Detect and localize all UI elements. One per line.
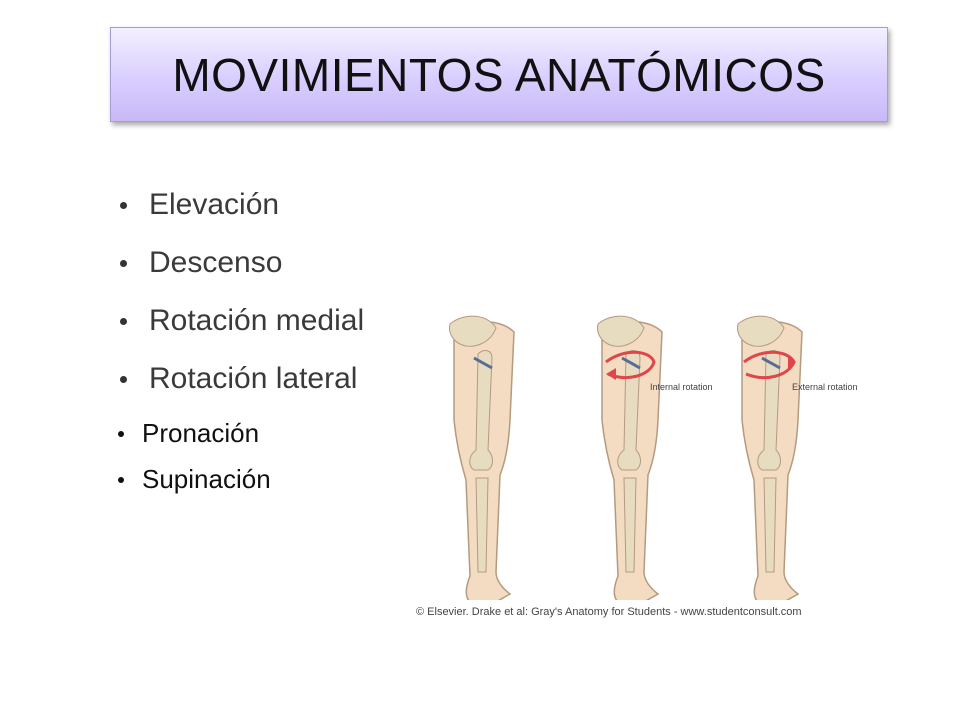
bullet-dot	[118, 476, 124, 483]
list-item: Pronación	[118, 418, 259, 449]
list-item: Descenso	[120, 246, 282, 280]
image-credit: © Elsevier. Drake et al: Gray's Anatomy …	[416, 606, 802, 618]
leg-rotation-figure: Internal rotation External rotation	[410, 300, 880, 630]
list-item: Elevación	[120, 188, 279, 222]
title-box: MOVIMIENTOS ANATÓMICOS	[110, 27, 888, 122]
list-item-label: Descenso	[149, 246, 283, 279]
list-item: Rotación lateral	[120, 362, 357, 396]
internal-rotation-label: Internal rotation	[650, 382, 713, 392]
leg-illustration	[447, 314, 804, 600]
internal-rotation-arrow	[605, 350, 656, 379]
slide-title: MOVIMIENTOS ANATÓMICOS	[172, 48, 826, 101]
list-item: Supinación	[118, 464, 271, 495]
leg-neutral	[447, 314, 516, 600]
bullet-dot	[120, 317, 127, 325]
leg-external-rotation	[735, 314, 804, 600]
list-item: Rotación medial	[120, 304, 364, 338]
list-item-label: Rotación medial	[149, 304, 365, 337]
bullet-dot	[120, 259, 127, 267]
external-rotation-label: External rotation	[792, 382, 858, 392]
list-item-label: Elevación	[149, 188, 280, 221]
list-item-label: Pronación	[142, 418, 260, 448]
bullet-dot	[118, 430, 124, 437]
leg-internal-rotation	[595, 314, 664, 600]
list-item-label: Rotación lateral	[149, 362, 358, 395]
bullet-dot	[120, 375, 127, 383]
bullet-dot	[120, 201, 127, 209]
list-item-label: Supinación	[142, 464, 271, 494]
